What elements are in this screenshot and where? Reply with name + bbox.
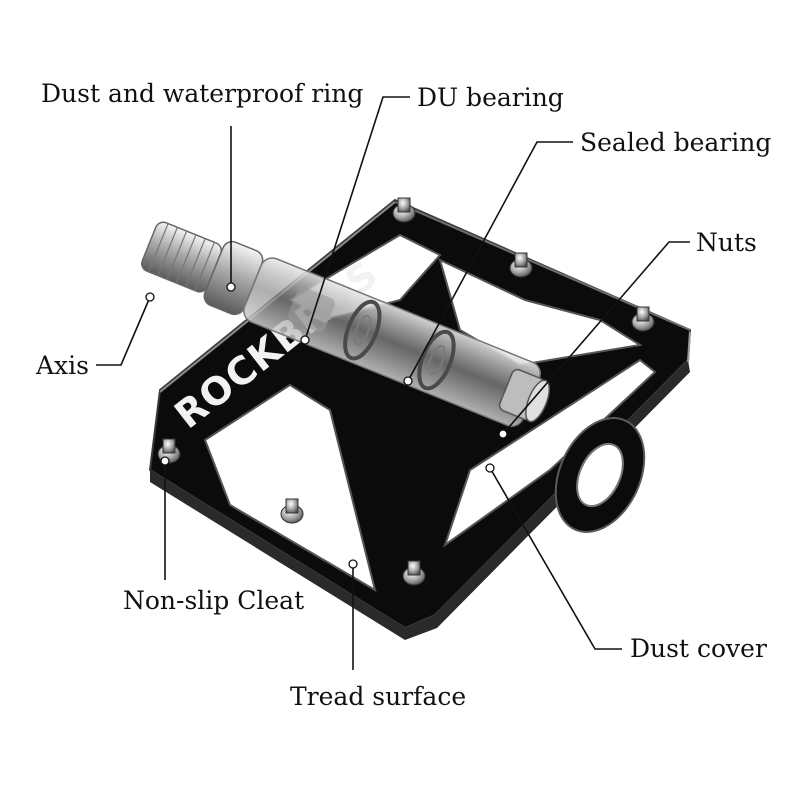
labels: Dust and waterproof ring DU bearing Seal… [35, 79, 771, 711]
label-non-slip-cleat: Non-slip Cleat [123, 586, 304, 615]
leader-nuts [502, 241, 690, 435]
leader-lines [96, 96, 690, 670]
leader-axis [96, 296, 151, 366]
cutout-left [203, 383, 377, 593]
label-nuts: Nuts [696, 228, 757, 257]
cleat-pin [392, 197, 416, 223]
leader-sealed-bearing [407, 141, 573, 382]
axis-thread [140, 221, 223, 293]
end-nut [498, 368, 551, 423]
cleat-pin [402, 560, 426, 586]
label-axis: Axis [35, 351, 89, 380]
crank-boss [554, 417, 646, 533]
label-dust-ring: Dust and waterproof ring [41, 79, 363, 108]
cleat-pin [631, 306, 655, 332]
leader-dust-cover [489, 467, 622, 650]
bearings [287, 286, 456, 391]
cleat-pin [280, 498, 304, 524]
label-sealed-bearing: Sealed bearing [580, 128, 771, 157]
cleat-pin [509, 252, 533, 278]
label-dust-cover: Dust cover [630, 634, 767, 663]
cleat-pins [157, 197, 655, 586]
leader-du-bearing [304, 96, 410, 341]
label-du-bearing: DU bearing [417, 83, 564, 112]
label-tread-surface: Tread surface [290, 682, 466, 711]
cutout-top-right [438, 258, 643, 367]
